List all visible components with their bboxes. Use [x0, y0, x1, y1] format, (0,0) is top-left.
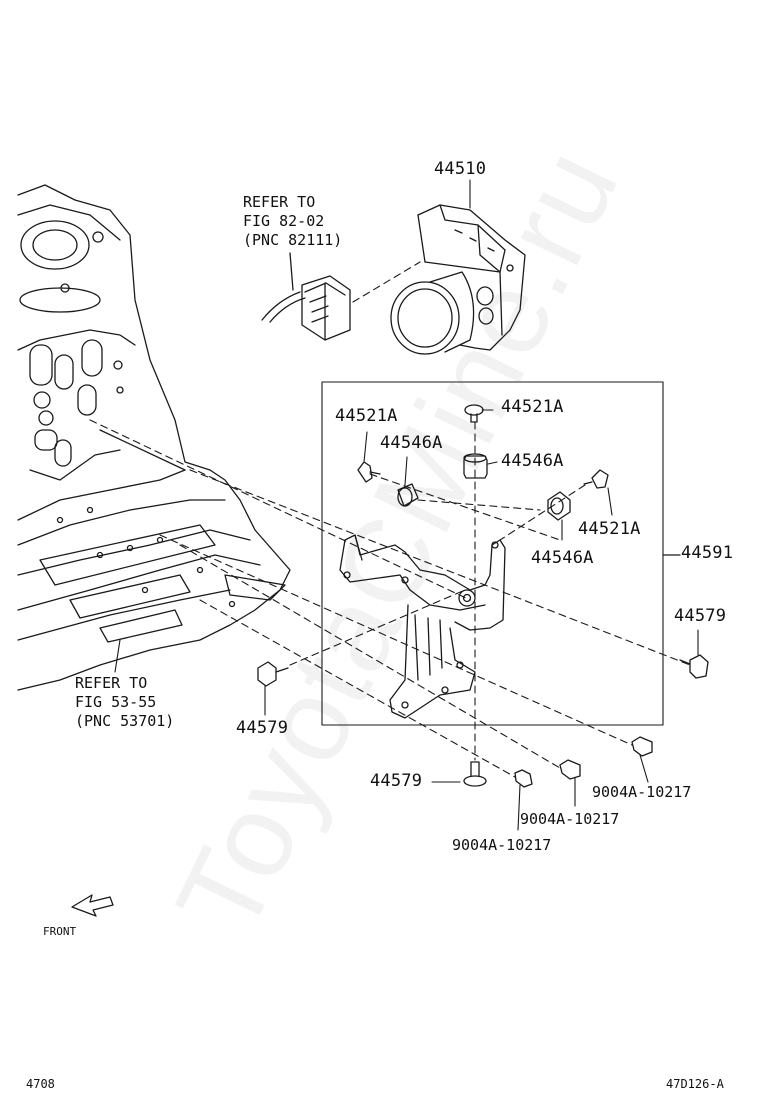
label-abs-actuator: 44510	[434, 159, 487, 179]
retainer-top	[464, 404, 484, 423]
label-screw-1: 9004A-10217	[592, 783, 692, 801]
bolt-left	[257, 661, 289, 687]
wire-harness-connector	[261, 252, 351, 341]
body-panel	[17, 184, 291, 691]
ref-note-top: REFER TO FIG 82-02 (PNC 82111)	[243, 193, 342, 250]
actuator-bracket	[339, 534, 506, 719]
ref-top-line-3: (PNC 82111)	[243, 231, 343, 249]
label-retainer-right: 44521A	[578, 519, 641, 539]
label-bracket-assy: 44591	[681, 543, 734, 563]
label-retainer-left: 44521A	[335, 406, 398, 426]
leader-lines	[114, 179, 699, 831]
abs-actuator	[390, 204, 526, 355]
label-bolt-right: 44579	[674, 606, 727, 626]
screw-2	[559, 759, 581, 780]
bolt-bottom	[463, 761, 487, 787]
label-cushion-right: 44546A	[531, 548, 594, 568]
ref-left-line-3: (PNC 53701)	[75, 712, 175, 730]
diagram-code: 47D126-A	[666, 1077, 724, 1091]
cushion-right	[547, 491, 571, 521]
ref-top-line-2: FIG 82-02	[243, 212, 325, 230]
cushion-left	[397, 483, 419, 507]
ref-top-line-1: REFER TO	[243, 193, 316, 211]
retainer-left	[357, 461, 381, 483]
assembly-lines	[89, 261, 691, 778]
screw-3	[514, 769, 533, 788]
bolt-right	[679, 654, 709, 679]
label-screw-2: 9004A-10217	[520, 810, 620, 828]
ref-note-left: REFER TO FIG 53-55 (PNC 53701)	[75, 674, 174, 731]
label-cushion-left: 44546A	[380, 433, 443, 453]
bracket-assy-group-box	[321, 381, 664, 726]
ref-left-line-2: FIG 53-55	[75, 693, 157, 711]
retainer-right	[583, 469, 609, 489]
label-screw-3: 9004A-10217	[452, 836, 552, 854]
label-retainer-top: 44521A	[501, 397, 564, 417]
front-label: FRONT	[43, 925, 77, 938]
front-arrow-icon	[71, 894, 114, 917]
label-bolt-left: 44579	[236, 718, 289, 738]
label-bolt-bottom: 44579	[370, 771, 423, 791]
page-number: 4708	[26, 1077, 55, 1091]
ref-left-line-1: REFER TO	[75, 674, 148, 692]
label-cushion-top: 44546A	[501, 451, 564, 471]
screw-1	[631, 736, 653, 757]
